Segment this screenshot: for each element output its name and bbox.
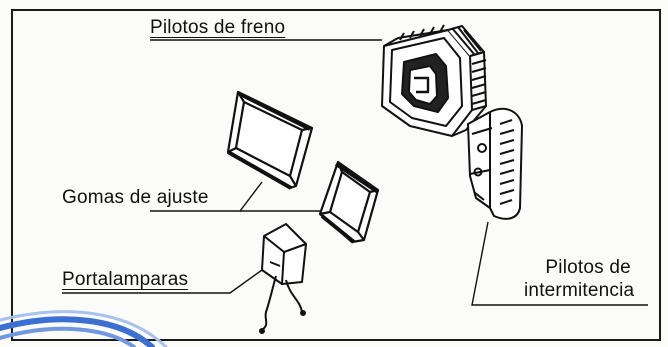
label-indicators-line2: intermitencia (524, 280, 635, 301)
label-brake-lights: Pilotos de freno (150, 17, 286, 38)
brake-light-part (381, 24, 487, 137)
label-seals: Gomas de ajuste (62, 187, 209, 208)
label-indicators-line1: Pilotos de (545, 257, 631, 278)
scan-artifact (0, 310, 168, 347)
indicator-part (467, 107, 523, 220)
label-bulb-holder: Portalamparas (62, 269, 189, 290)
label-indicators: Pilotos de intermitencia (524, 257, 634, 300)
leader-bulb-holder (62, 269, 263, 294)
leader-lines (62, 39, 648, 306)
bulb-holder-part (259, 223, 307, 334)
leader-indicators (471, 221, 648, 306)
frame-border (11, 9, 661, 341)
seal-large (226, 90, 314, 190)
seal-small (318, 160, 380, 244)
